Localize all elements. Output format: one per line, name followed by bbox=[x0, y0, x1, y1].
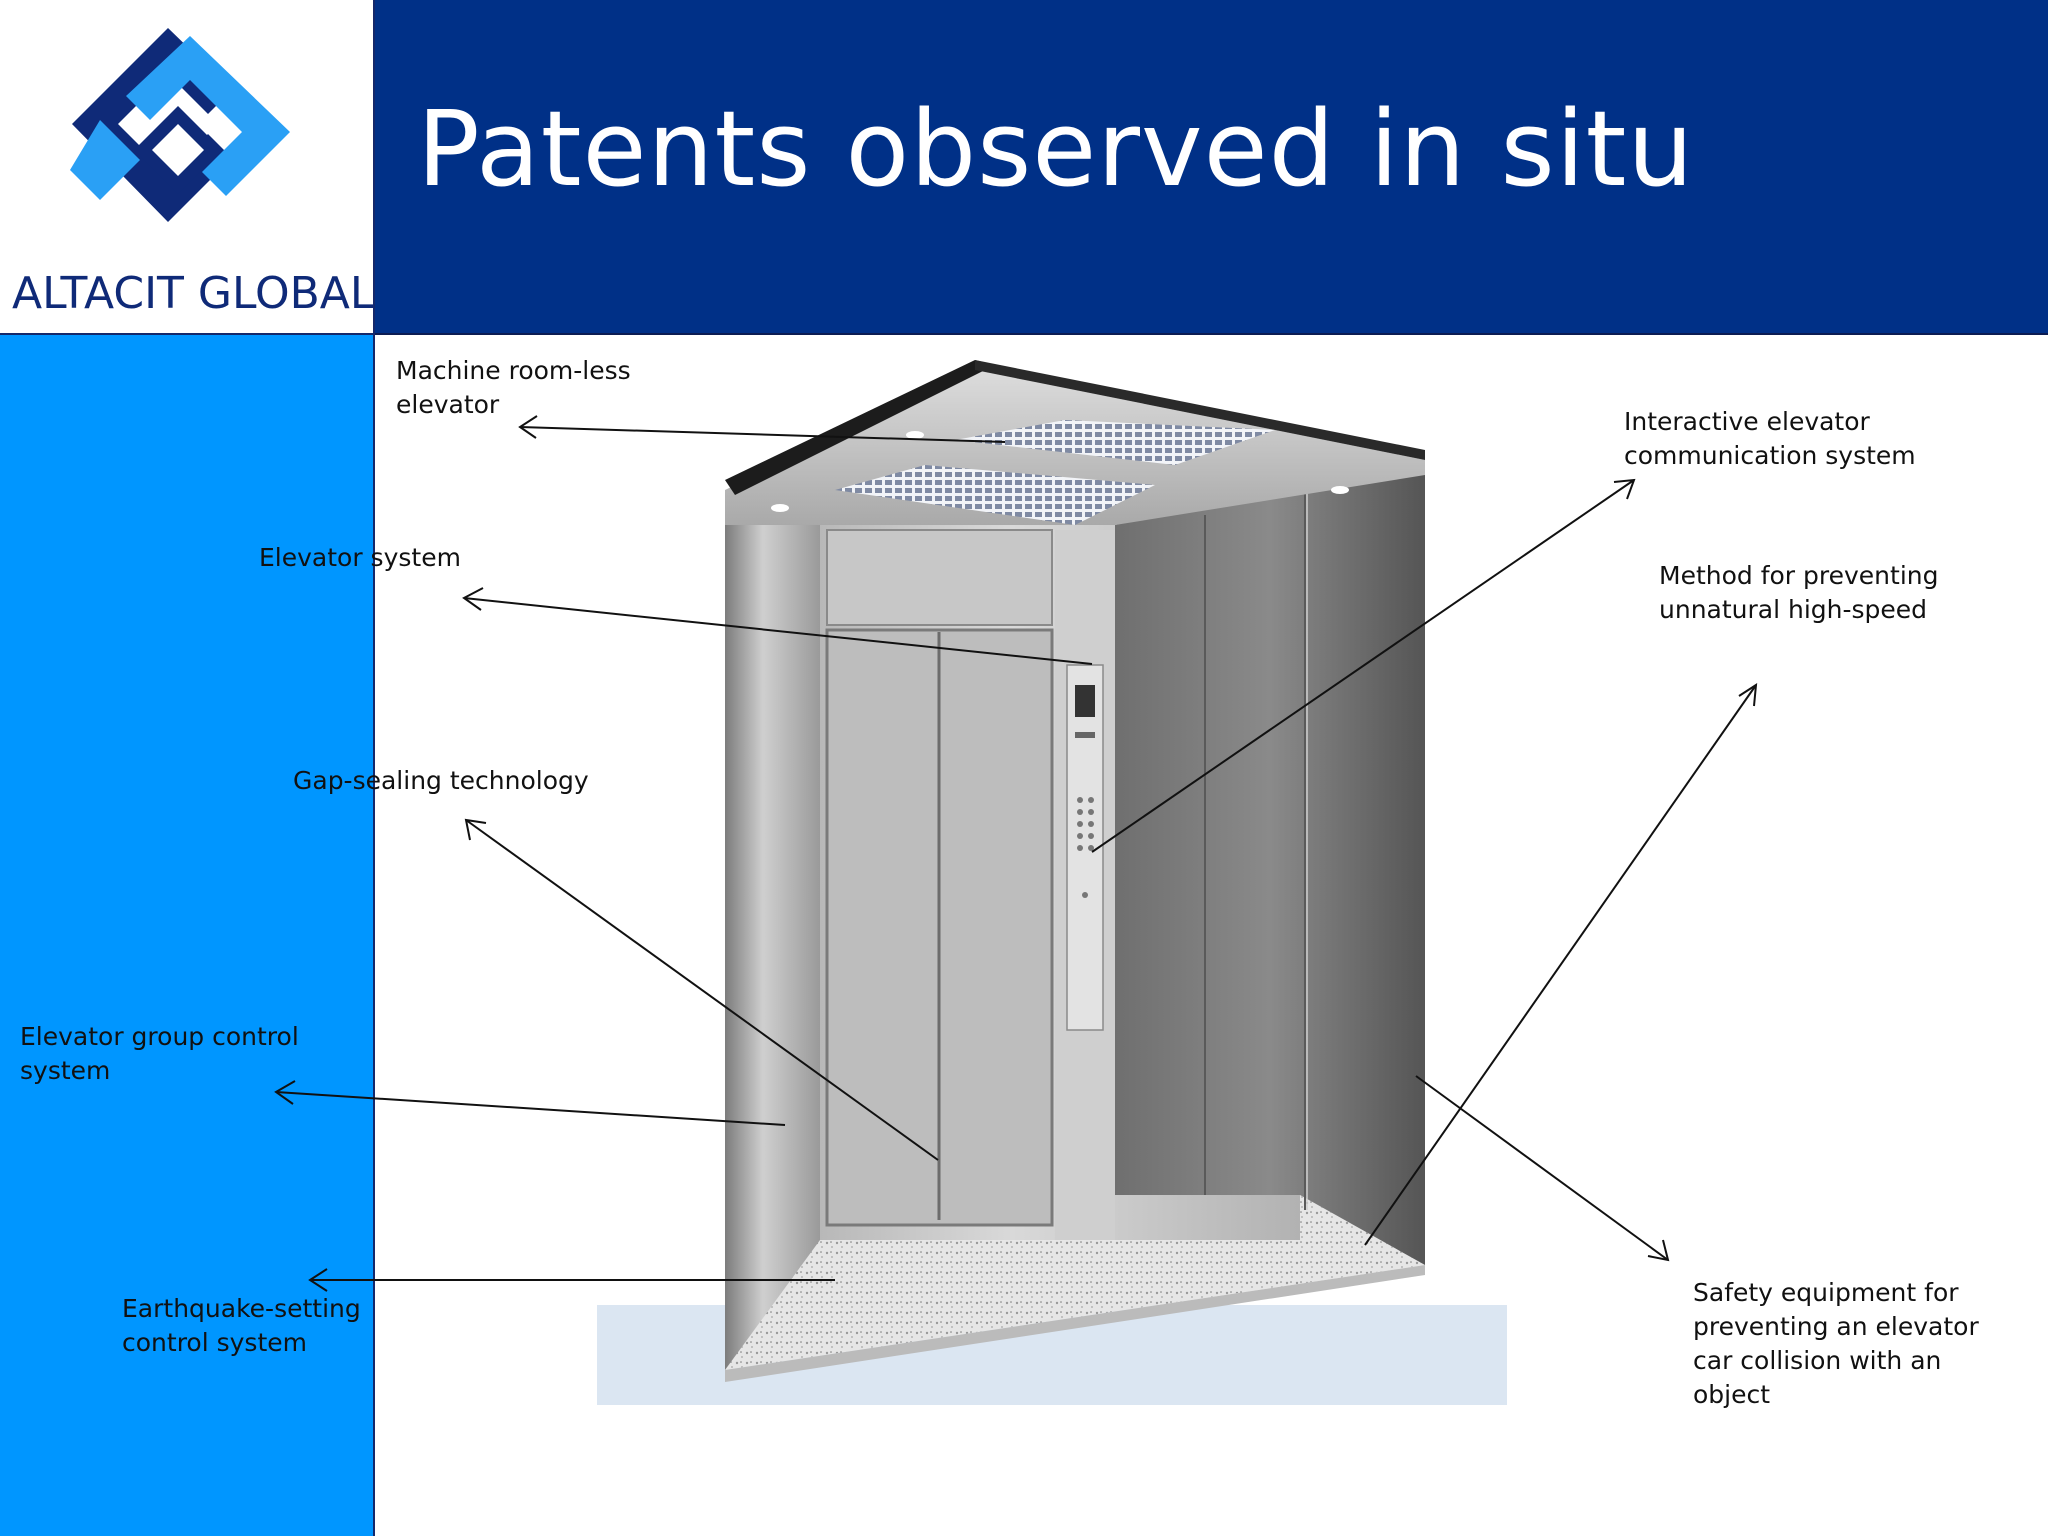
elevator-car-illustration bbox=[597, 360, 1507, 1405]
logo-panel: ALTACIT GLOBAL bbox=[0, 0, 375, 335]
brand-name: ALTACIT GLOBAL bbox=[12, 268, 375, 319]
label-line: preventing an elevator bbox=[1693, 1312, 1979, 1341]
label-group-control: Elevator group control system bbox=[20, 1020, 299, 1088]
label-line: Gap-sealing technology bbox=[293, 766, 589, 795]
label-interactive-comm: Interactive elevator communication syste… bbox=[1624, 405, 1916, 473]
label-line: Earthquake-setting bbox=[122, 1294, 361, 1323]
label-line: car collision with an bbox=[1693, 1346, 1942, 1375]
label-line: communication system bbox=[1624, 441, 1916, 470]
label-line: Elevator group control bbox=[20, 1022, 299, 1051]
altacit-logo-icon bbox=[70, 28, 290, 222]
left-sidebar bbox=[0, 335, 375, 1536]
title-bar: Patents observed in situ bbox=[375, 0, 2048, 335]
label-line: Interactive elevator bbox=[1624, 407, 1870, 436]
label-gap-sealing: Gap-sealing technology bbox=[293, 764, 589, 798]
label-line: object bbox=[1693, 1380, 1771, 1409]
label-elevator-system: Elevator system bbox=[259, 541, 461, 575]
label-line: elevator bbox=[396, 390, 500, 419]
label-high-speed: Method for preventing unnatural high-spe… bbox=[1659, 559, 1939, 627]
label-line: Elevator system bbox=[259, 543, 461, 572]
page-title: Patents observed in situ bbox=[417, 88, 1695, 210]
label-line: unnatural high-speed bbox=[1659, 595, 1928, 624]
label-safety-equipment: Safety equipment for preventing an eleva… bbox=[1693, 1276, 1979, 1412]
label-line: control system bbox=[122, 1328, 307, 1357]
label-line: Method for preventing bbox=[1659, 561, 1939, 590]
label-machine-room-less: Machine room-less elevator bbox=[396, 354, 631, 422]
label-earthquake: Earthquake-setting control system bbox=[122, 1292, 361, 1360]
label-line: system bbox=[20, 1056, 111, 1085]
label-line: Machine room-less bbox=[396, 356, 631, 385]
label-line: Safety equipment for bbox=[1693, 1278, 1959, 1307]
